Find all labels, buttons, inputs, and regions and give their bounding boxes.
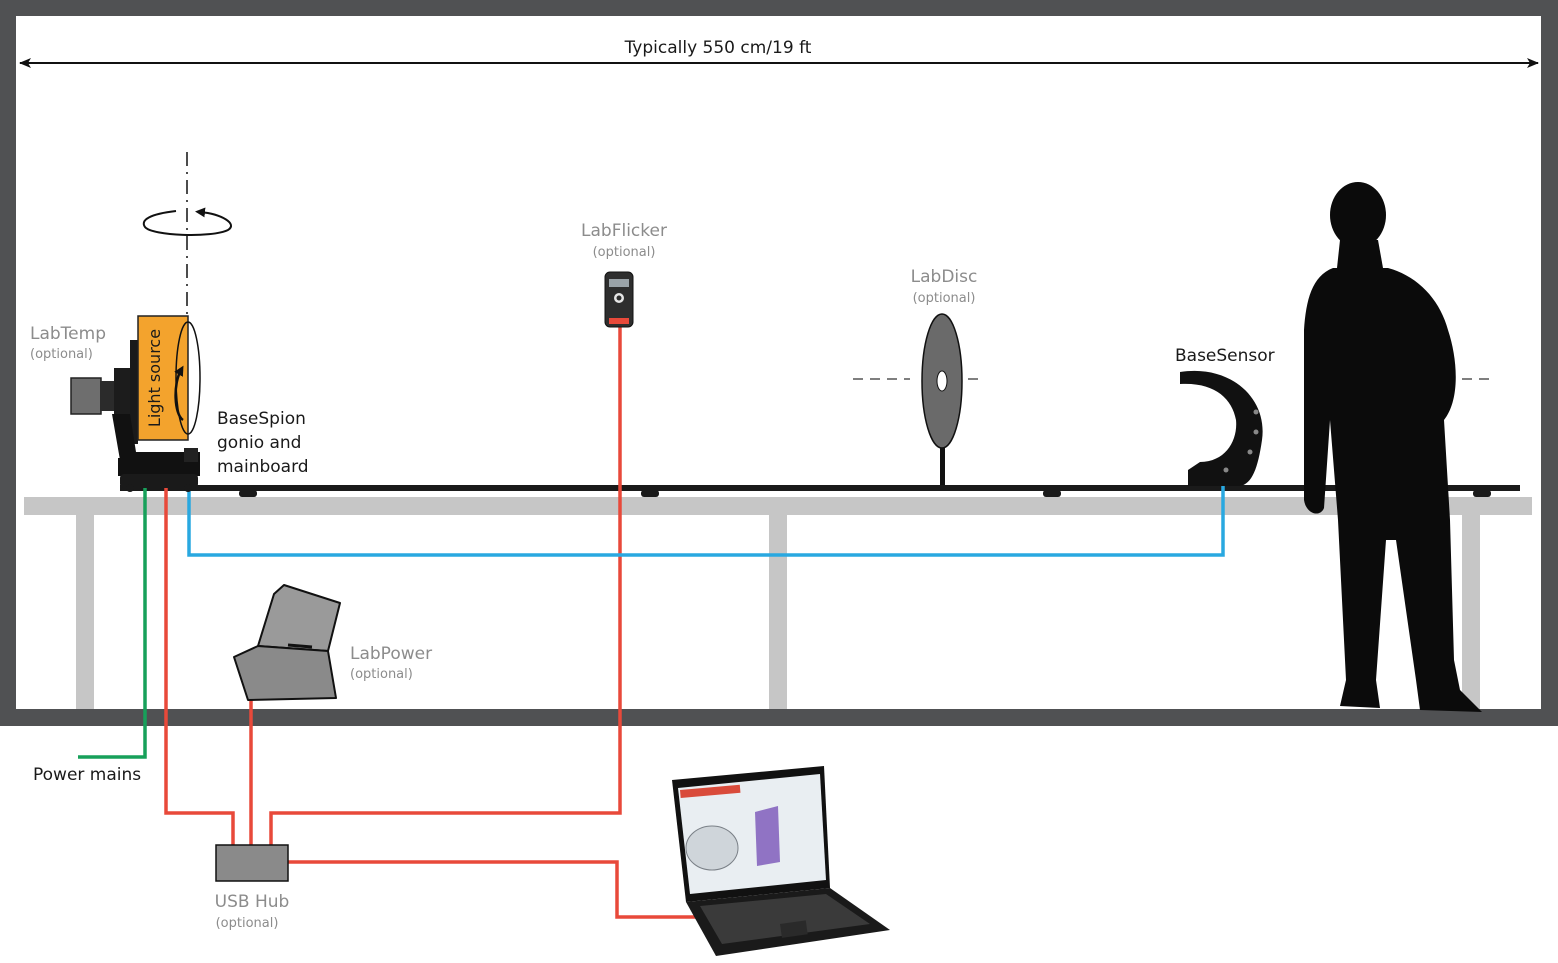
dimension-arrow: Typically 550 cm/19 ft	[19, 38, 1539, 68]
usb-hub	[215, 844, 289, 882]
usbhub-note: (optional)	[216, 916, 279, 931]
labdisc-device	[853, 313, 985, 485]
labpower-note: (optional)	[350, 667, 413, 682]
light-source: Light source	[137, 315, 201, 441]
lab-table	[24, 497, 1532, 709]
rail-foot	[1043, 490, 1061, 497]
rail-foot	[239, 490, 257, 497]
rail-foot	[641, 490, 659, 497]
light-rotation-arrow-icon	[174, 365, 184, 422]
light-source-label: Light source	[145, 329, 164, 427]
room-walls	[0, 0, 1558, 726]
laptop-icon	[672, 766, 890, 956]
rotation-arrow-icon	[142, 207, 232, 236]
rotation-axis	[142, 152, 232, 315]
labflicker-cable	[269, 326, 622, 845]
basespion-goniometer	[70, 340, 200, 492]
rail-foot	[1473, 490, 1491, 497]
basespion-label-2: gonio and	[217, 433, 301, 453]
labpower-case	[233, 584, 341, 701]
basespion-label-3: mainboard	[217, 457, 309, 477]
labtemp-note: (optional)	[30, 347, 93, 362]
labflicker-note: (optional)	[593, 245, 656, 260]
basesensor-device	[1180, 370, 1263, 486]
labpower-label: LabPower	[350, 644, 432, 664]
dimension-label: Typically 550 cm/19 ft	[624, 38, 812, 58]
laptop-usb-cable	[288, 860, 700, 919]
cables	[78, 326, 1225, 919]
person-silhouette	[1304, 182, 1482, 712]
optical-rail	[120, 485, 1520, 497]
power-mains-cable	[78, 482, 147, 759]
labdisc-label: LabDisc	[911, 267, 978, 287]
labels: LabTemp (optional) BaseSpion gonio and m…	[30, 221, 1275, 931]
usbhub-label: USB Hub	[215, 892, 290, 912]
basesensor-cable	[187, 480, 1225, 557]
gonio-usb-cable	[164, 482, 235, 845]
labtemp-label: LabTemp	[30, 324, 106, 344]
basespion-label-1: BaseSpion	[217, 409, 306, 429]
labflicker-device	[604, 271, 634, 328]
labtemp-unit	[70, 377, 102, 415]
basesensor-label: BaseSensor	[1175, 346, 1275, 366]
labflicker-label: LabFlicker	[581, 221, 667, 241]
labdisc-note: (optional)	[913, 291, 976, 306]
power-mains-label: Power mains	[33, 765, 141, 785]
